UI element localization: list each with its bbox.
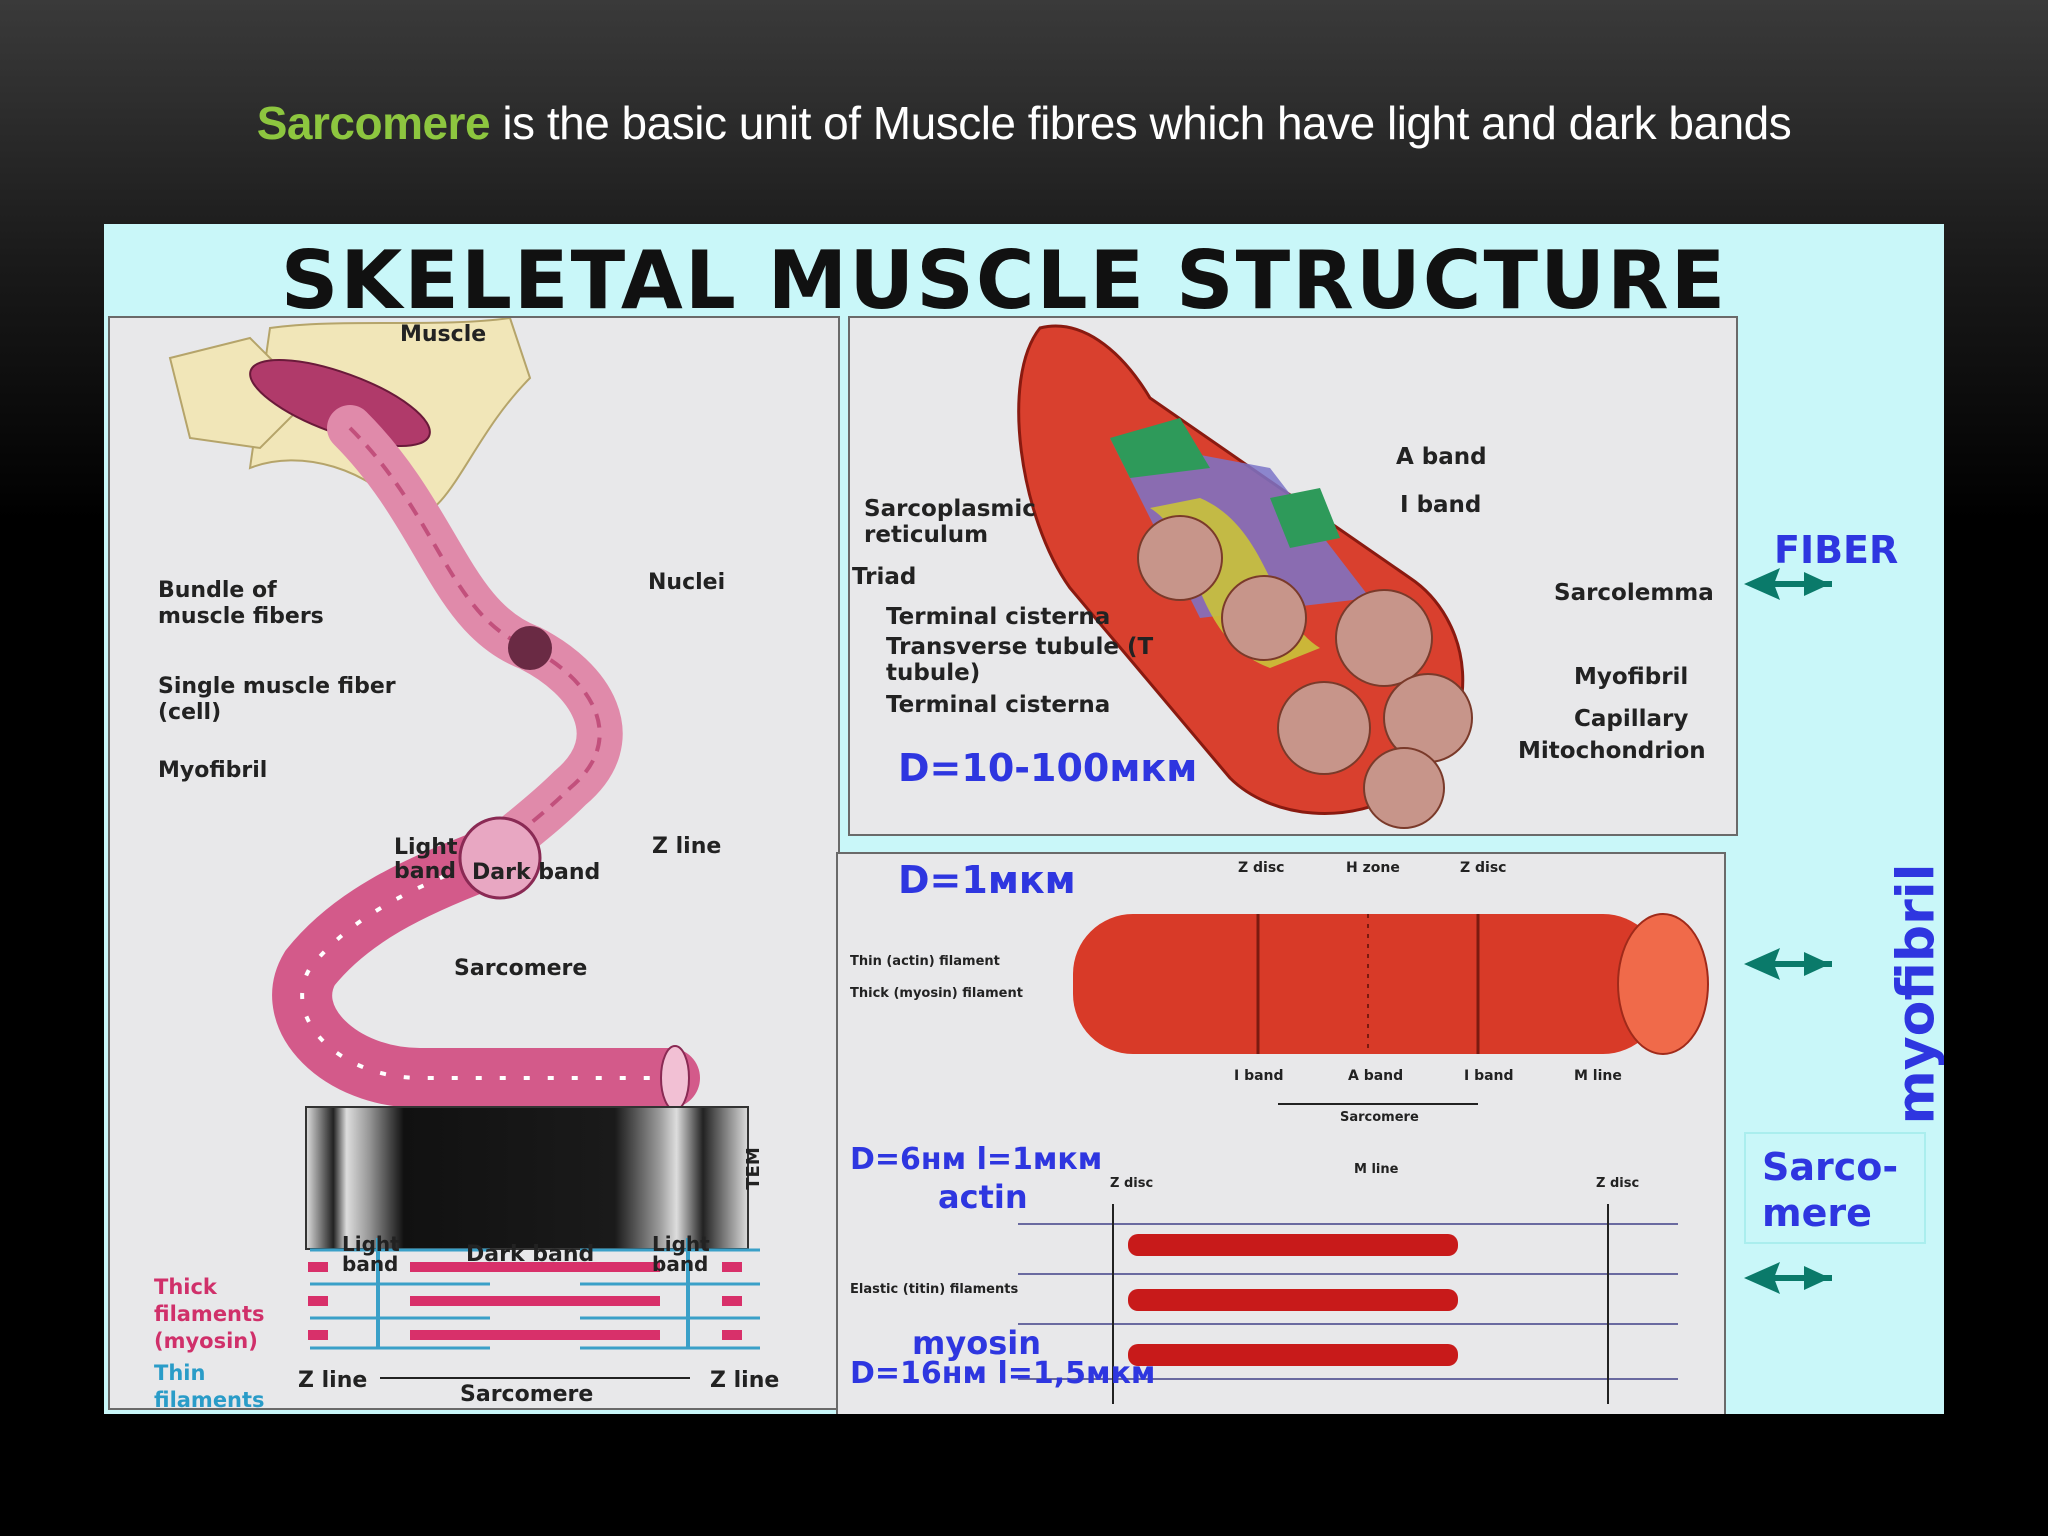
fiber-illustration — [1017, 324, 1473, 829]
label-m-line: M line — [1574, 1068, 1622, 1084]
label-z-line-right: Z line — [710, 1368, 780, 1393]
label-sarcomere-bottom: Sarcomere — [460, 1382, 594, 1407]
caption-highlight: Sarcomere — [256, 97, 491, 149]
thick-filaments — [308, 1262, 742, 1340]
label-light-band: Light band — [394, 835, 458, 884]
label-i-band: I band — [1400, 492, 1482, 518]
label-h-zone: H zone — [1346, 860, 1400, 876]
myosin-filament — [1128, 1234, 1458, 1256]
label-myofibril: Myofibril — [158, 758, 268, 783]
label-thin-filaments: Thin filaments (actin) — [154, 1361, 265, 1410]
label-thin-filament: Thin (actin) filament — [850, 954, 1000, 969]
side-label-myofibril: myofibril — [1886, 863, 1944, 1125]
myosin-size: D=16нм l=1,5мкм — [850, 1356, 1156, 1391]
label-a-band: A band — [1396, 444, 1487, 470]
label-a-band-myo: A band — [1348, 1068, 1404, 1084]
label-mitochondrion: Mitochondrion — [1518, 738, 1706, 764]
label-capillary: Capillary — [1574, 706, 1689, 732]
side-label-fiber: FIBER — [1774, 528, 1899, 572]
side-label-sarcomere: Sarco- mere — [1762, 1145, 1899, 1235]
muscle-hierarchy-illustration — [168, 318, 700, 1111]
label-sarcolemma: Sarcolemma — [1554, 580, 1714, 606]
label-nuclei: Nuclei — [648, 570, 726, 595]
myosin-label: myosin — [912, 1324, 1041, 1362]
myofibril-arrow-icon — [1744, 948, 1832, 980]
label-light-band-2: Light band — [342, 1232, 400, 1276]
label-terminal-cisterna-2: Terminal cisterna — [886, 692, 1111, 718]
label-z-disc-left: Z disc — [1238, 860, 1285, 876]
label-z-line: Z line — [652, 834, 722, 859]
label-muscle: Muscle — [400, 322, 487, 347]
label-thick-filaments: Thick filaments (myosin) — [154, 1275, 265, 1353]
myofibril-illustration — [1018, 913, 1709, 1404]
thin-filaments — [310, 1248, 760, 1350]
label-m-line-2: M line — [1354, 1162, 1399, 1177]
skeletal-muscle-figure: SKELETAL MUSCLE STRUCTURE — [104, 224, 1944, 1414]
label-z-disc-3: Z disc — [1596, 1176, 1640, 1191]
label-transverse-tubule: Transverse tubule (T tubule) — [886, 634, 1154, 686]
label-terminal-cisterna-1: Terminal cisterna — [886, 604, 1111, 630]
label-i-band-left: I band — [1234, 1068, 1284, 1084]
actin-label: actin — [938, 1178, 1028, 1216]
label-triad: Triad — [852, 564, 917, 590]
fiber-panel: A band I band Sarcoplasmic reticulum Tri… — [848, 316, 1738, 836]
label-sarcomere-myo: Sarcomere — [1340, 1110, 1419, 1125]
label-single-fiber: Single muscle fiber (cell) — [158, 674, 396, 725]
muscle-hierarchy-panel: TEM — [108, 316, 840, 1410]
label-z-disc-2: Z disc — [1110, 1176, 1154, 1191]
label-z-disc-right: Z disc — [1460, 860, 1507, 876]
label-thick-filament: Thick (myosin) filament — [850, 986, 1023, 1001]
label-bundle: Bundle of muscle fibers — [158, 578, 324, 629]
filament-diagram — [308, 1238, 760, 1379]
sarcomere-arrow-icon — [1744, 1262, 1832, 1294]
label-sarcoplasmic: Sarcoplasmic reticulum — [864, 496, 1036, 548]
label-sarcomere: Sarcomere — [454, 956, 588, 981]
fiber-diameter: D=10-100мкм — [898, 746, 1198, 790]
label-dark-band-2: Dark band — [466, 1242, 595, 1267]
figure-title: SKELETAL MUSCLE STRUCTURE — [280, 234, 1728, 327]
caption-text: is the basic unit of Muscle fibres which… — [490, 97, 1792, 149]
tem-label: TEM — [742, 1147, 764, 1190]
myofibril-diameter: D=1мкм — [898, 858, 1076, 902]
actin-size: D=6нм l=1мкм — [850, 1142, 1103, 1177]
sarcomere-box: Sarco- mere — [1744, 1132, 1926, 1244]
slide-caption: Sarcomere is the basic unit of Muscle fi… — [0, 96, 2048, 150]
fiber-bundle-end — [508, 626, 552, 670]
tem-micrograph — [305, 1106, 749, 1250]
label-myofibril-fiber: Myofibril — [1574, 664, 1689, 690]
label-z-line-left: Z line — [298, 1368, 368, 1393]
label-i-band-right: I band — [1464, 1068, 1514, 1084]
label-elastic: Elastic (titin) filaments — [850, 1282, 1019, 1297]
myofibril-panel: D=1мкм Z disc H zone Z disc Thin (actin)… — [836, 852, 1726, 1414]
label-light-band-3: Light band — [652, 1232, 710, 1276]
fiber-arrow-icon — [1744, 568, 1832, 600]
label-dark-band: Dark band — [472, 860, 601, 885]
